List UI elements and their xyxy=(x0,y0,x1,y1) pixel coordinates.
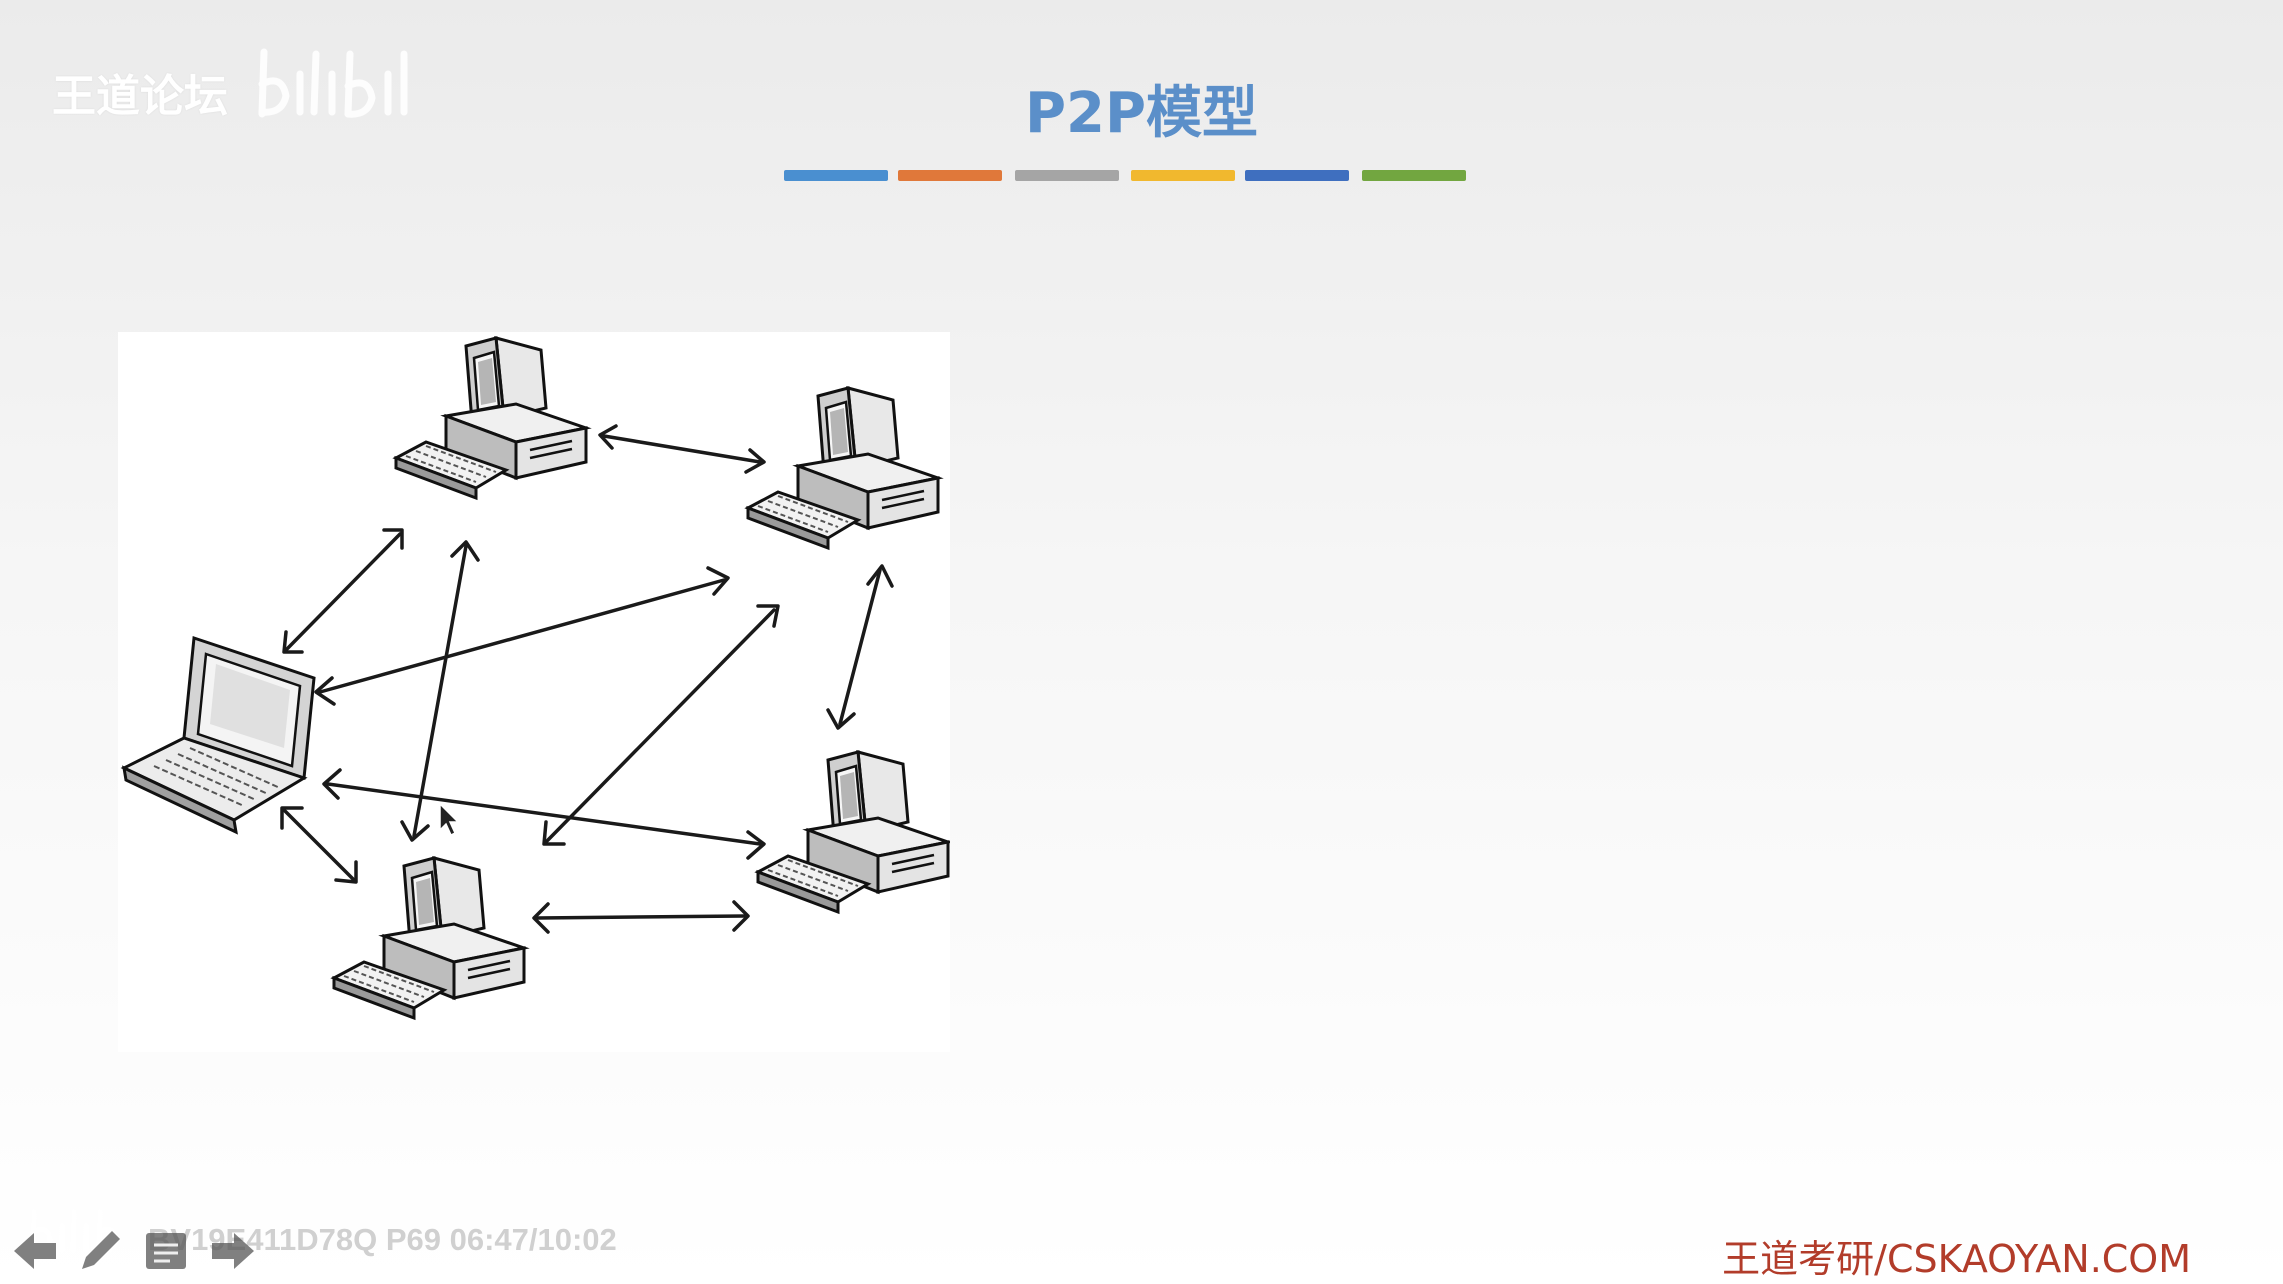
peer-laptop-computer-icon xyxy=(122,636,316,834)
color-bar-segment xyxy=(1245,170,1349,181)
color-bar-segment xyxy=(1131,170,1235,181)
color-bar-segment xyxy=(1362,170,1466,181)
slide-menu-button[interactable] xyxy=(140,1225,192,1277)
peer-link-arrow xyxy=(598,424,766,474)
peer-link-arrow xyxy=(282,528,404,654)
p2p-network-diagram xyxy=(118,332,950,1052)
peer-desktop-computer-icon xyxy=(332,856,526,1020)
peer-desktop-computer-icon xyxy=(756,750,950,914)
footer-brand-watermark: 王道考研/CSKAOYAN.COM xyxy=(1722,1237,2191,1281)
next-slide-button[interactable] xyxy=(206,1225,258,1277)
color-bar-segment xyxy=(1015,170,1119,181)
color-bar-segment xyxy=(784,170,888,181)
bilibili-logo xyxy=(258,48,408,118)
peer-link-arrow xyxy=(826,564,894,730)
peer-link-arrow xyxy=(532,900,750,934)
mouse-pointer-icon xyxy=(439,802,460,837)
slide-title: P2P模型 xyxy=(1024,81,1259,146)
peer-desktop-computer-icon xyxy=(394,336,588,500)
pen-tool-button[interactable] xyxy=(74,1225,126,1277)
peer-link-arrow xyxy=(314,566,730,706)
forum-watermark: 王道论坛 xyxy=(52,71,228,122)
color-bar-segment xyxy=(898,170,1002,181)
p2p-diagram-svg xyxy=(122,336,950,1020)
peer-desktop-computer-icon xyxy=(746,386,940,550)
peer-link-arrow xyxy=(322,768,766,860)
previous-slide-button[interactable] xyxy=(10,1225,62,1277)
peer-link-arrow xyxy=(280,806,358,884)
peer-link-arrow xyxy=(542,604,780,846)
peer-link-arrow xyxy=(400,540,480,842)
